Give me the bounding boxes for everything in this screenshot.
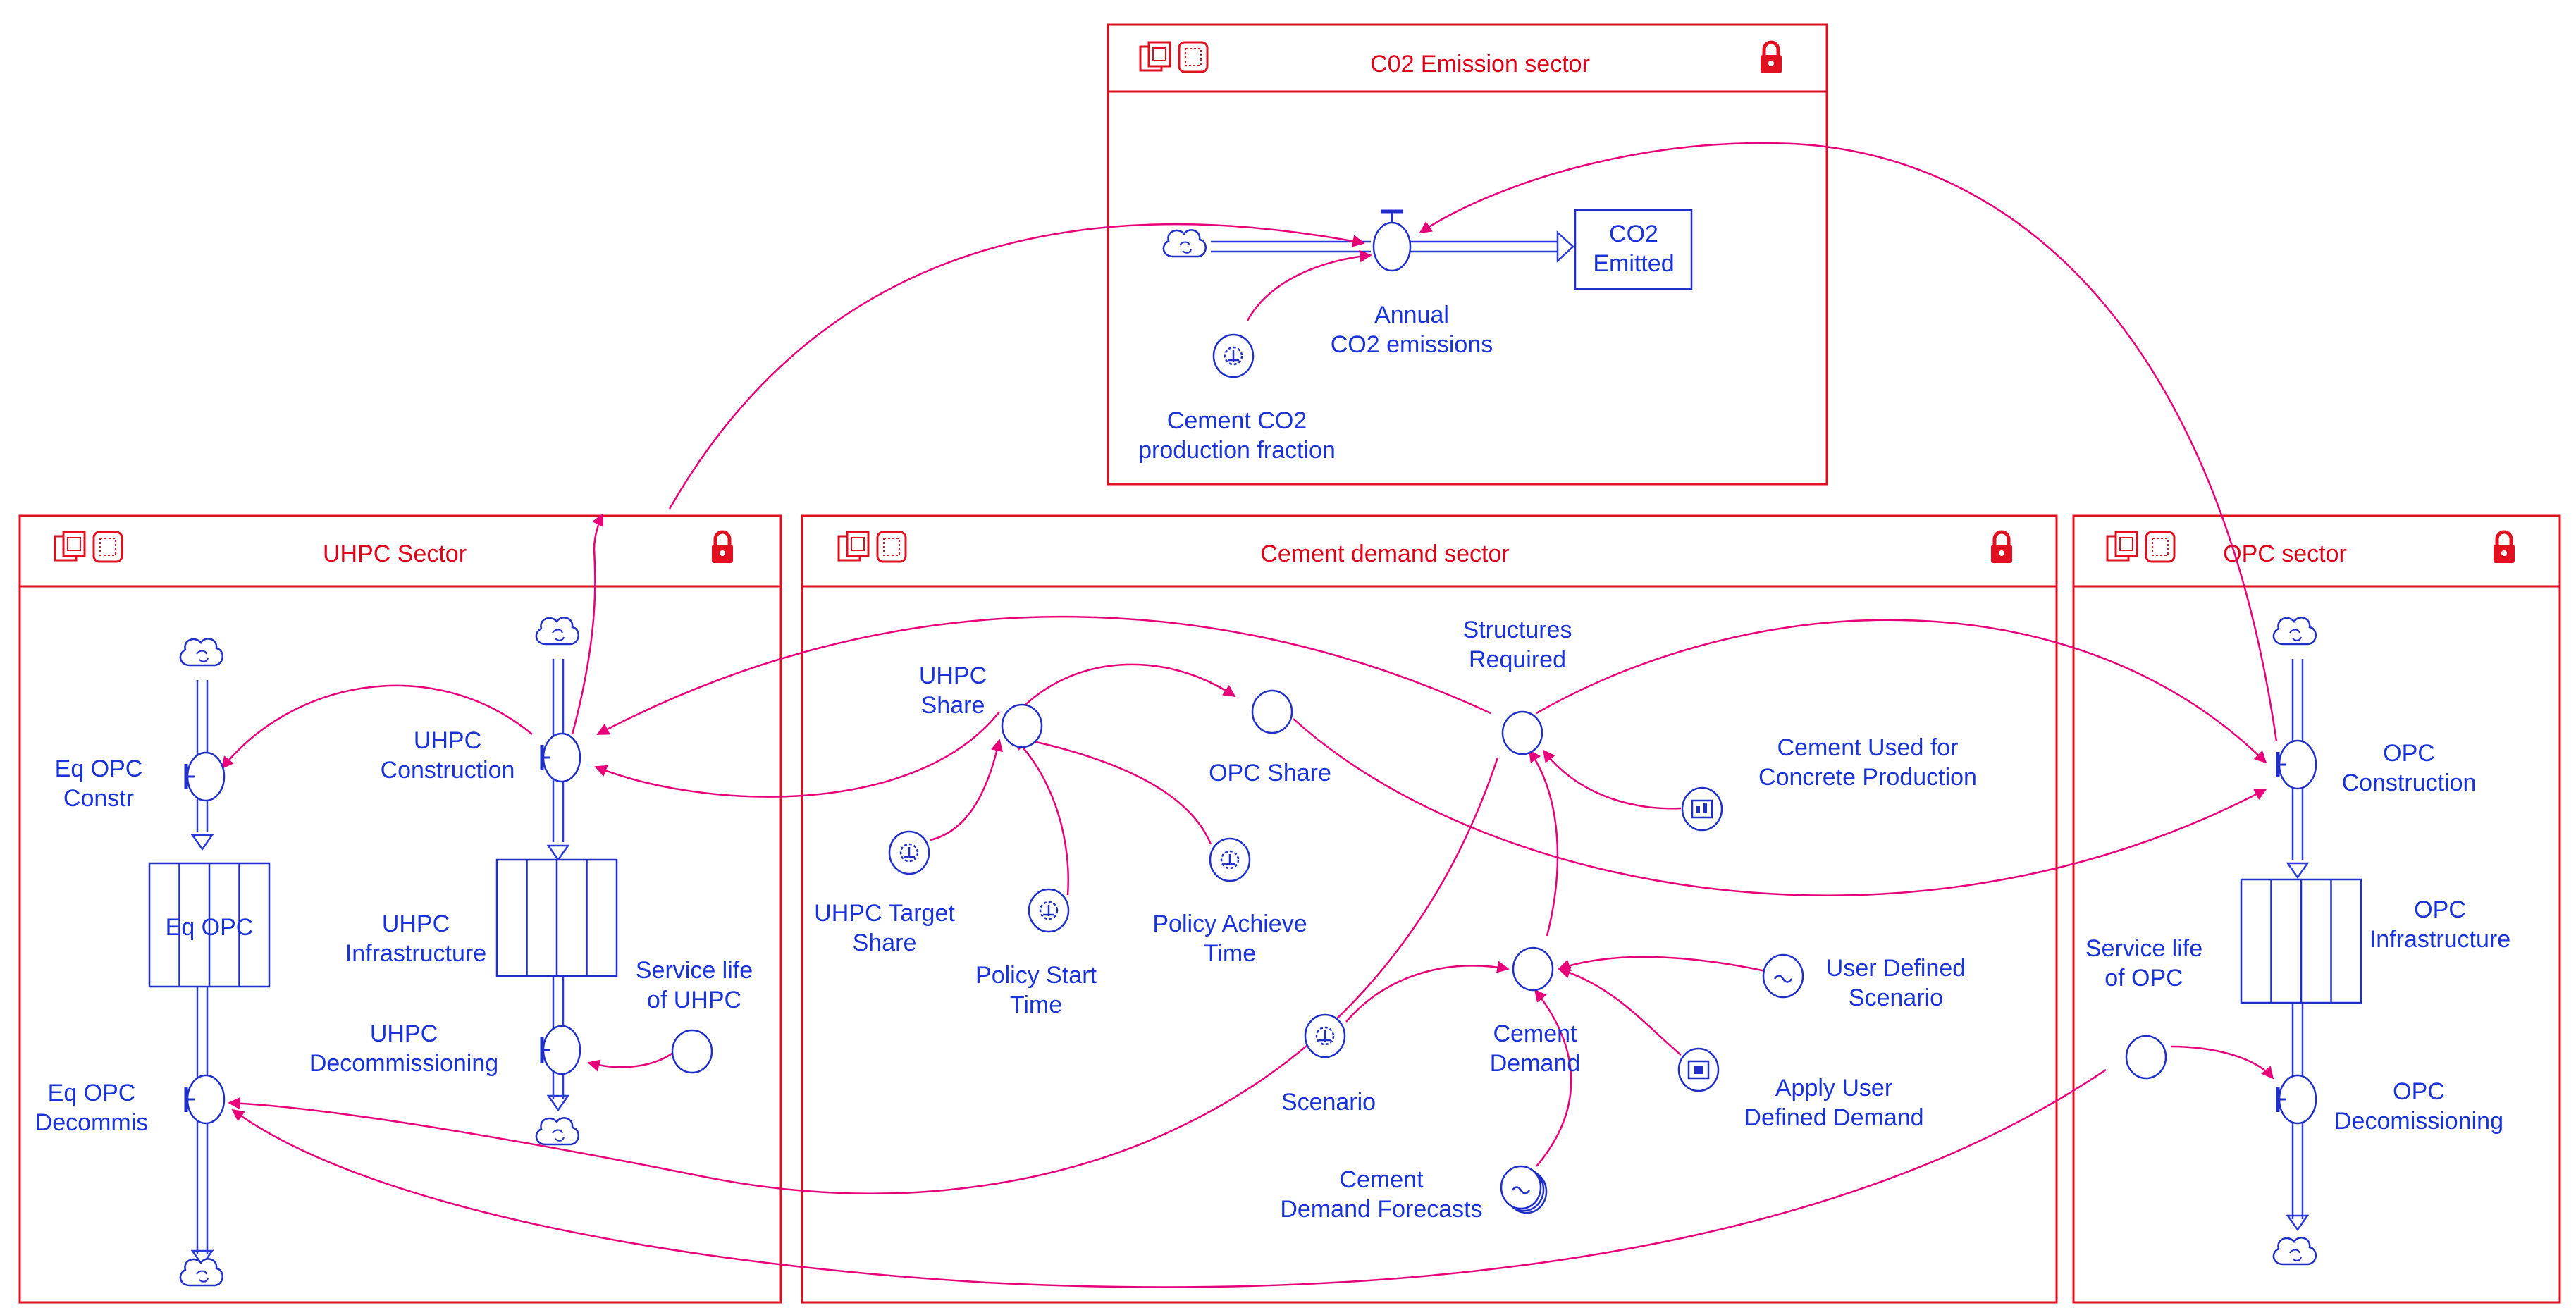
opc-construction-valve[interactable]	[2276, 739, 2317, 790]
cloud-icon	[535, 617, 579, 646]
cement-demand-converter[interactable]	[1512, 946, 1554, 992]
frame-icon[interactable]	[92, 531, 123, 563]
uhpc-infrastructure-stock[interactable]	[495, 858, 618, 977]
opc-share-converter[interactable]	[1251, 689, 1293, 734]
window-icon[interactable]	[1139, 41, 1171, 72]
frame-icon[interactable]	[2145, 531, 2176, 563]
sector-uhpc[interactable]: UHPC Sector	[18, 514, 782, 1304]
eq-opc-decommis-valve[interactable]	[184, 1074, 226, 1125]
cloud-icon	[179, 638, 223, 667]
lock-icon[interactable]	[1991, 530, 2012, 563]
policy-start-time-converter[interactable]	[1028, 888, 1070, 933]
cement-used-converter[interactable]	[1681, 786, 1723, 832]
window-icon[interactable]	[54, 531, 86, 562]
sector-opc[interactable]: OPC sector	[2072, 514, 2561, 1304]
opc-share-label: OPC Share	[1209, 760, 1331, 786]
uhpc-target-share-converter[interactable]	[888, 830, 930, 875]
scenario-converter[interactable]	[1304, 1013, 1346, 1058]
sector-title-uhpc: UHPC Sector	[323, 541, 467, 567]
co2-emitted-stock[interactable]	[1574, 209, 1693, 290]
policy-achieve-time-converter[interactable]	[1209, 837, 1251, 882]
eq-opc-constr-valve[interactable]	[184, 751, 226, 802]
eq-opc-label: Eq OPC	[166, 914, 254, 941]
sector-cement-demand[interactable]: Cement demand sector	[801, 514, 2058, 1304]
sector-co2-emission[interactable]: C02 Emission sector	[1107, 23, 1828, 486]
opc-infrastructure-stock[interactable]	[2240, 878, 2362, 1004]
cloud-icon	[179, 1258, 223, 1287]
cloud-icon	[2272, 1237, 2317, 1266]
uhpc-share-converter[interactable]	[1001, 703, 1043, 748]
window-icon[interactable]	[2106, 531, 2138, 562]
opc-decomissioning-valve[interactable]	[2276, 1074, 2317, 1125]
uhpc-decommissioning-valve[interactable]	[540, 1025, 581, 1075]
cloud-icon	[535, 1117, 579, 1146]
scenario-label: Scenario	[1281, 1089, 1376, 1116]
cement-co2-fraction-converter[interactable]	[1212, 333, 1255, 378]
cloud-icon	[1162, 229, 1207, 258]
uhpc-construction-valve[interactable]	[540, 732, 581, 783]
apply-user-defined-converter[interactable]	[1677, 1047, 1720, 1092]
cloud-icon	[2272, 617, 2317, 646]
cement-demand-forecasts-converter[interactable]	[1500, 1165, 1548, 1214]
eq-opc-stock[interactable]	[148, 862, 271, 988]
window-icon[interactable]	[837, 531, 870, 562]
connectors	[221, 142, 2278, 1288]
lock-icon[interactable]	[2494, 530, 2515, 563]
service-life-uhpc-converter[interactable]	[671, 1029, 713, 1074]
frame-icon[interactable]	[876, 531, 907, 563]
frame-icon[interactable]	[1178, 41, 1209, 73]
sector-title-opc: OPC sector	[2223, 541, 2347, 567]
sector-title-demand: Cement demand sector	[1260, 541, 1509, 567]
sector-title-co2: C02 Emission sector	[1370, 51, 1590, 78]
lock-icon[interactable]	[1761, 40, 1782, 73]
lock-icon[interactable]	[712, 530, 733, 563]
user-defined-scenario-converter[interactable]	[1762, 953, 1804, 999]
structures-required-converter[interactable]	[1501, 710, 1543, 755]
annual-co2-emissions-valve[interactable]	[1372, 209, 1412, 272]
flow-pipes	[190, 230, 2310, 1267]
service-life-opc-converter[interactable]	[2125, 1035, 2167, 1080]
